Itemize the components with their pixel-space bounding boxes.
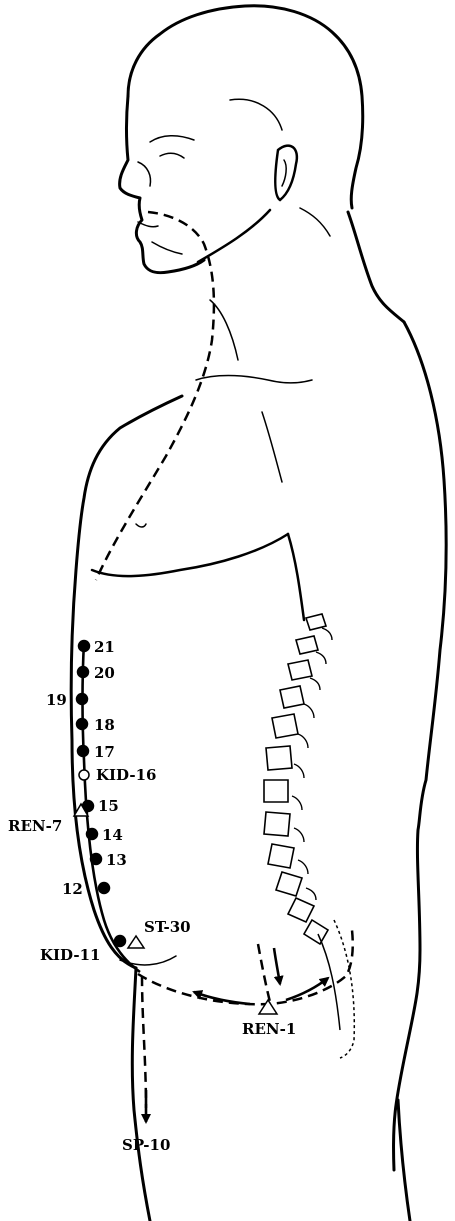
vertebra-4 [280,686,304,708]
nose-bridge [138,162,151,186]
body-outline [71,6,446,1221]
label-17: 17 [94,743,115,761]
vertebra-7 [264,780,288,802]
arrow-right [286,978,328,1000]
label-ren-7: REN-7 [8,817,62,835]
label-st-30: ST-30 [144,918,191,936]
vertebra-8 [264,812,290,836]
label-kid-16: KID-16 [96,766,156,784]
marker-13 [91,854,102,865]
process-2 [316,652,326,664]
label-14: 14 [102,826,123,844]
process-5 [298,734,308,748]
spine [264,614,328,944]
anatomy-details [92,99,330,965]
hairline [230,99,330,236]
marker-st-30 [128,936,144,948]
marker-12 [99,883,110,894]
vertebra-3 [288,660,312,680]
nipple [136,524,146,527]
label-ren-1: REN-1 [242,1020,296,1038]
sacrum-back [334,920,354,1058]
label-kid-11: KID-11 [40,946,100,964]
ear-inner [282,160,286,186]
arrow-down [274,948,280,984]
neck-back [348,212,404,322]
vertebra-5 [272,714,298,738]
marker-14 [87,829,98,840]
point-labels: 21 20 19 18 17 KID-16 15 REN-7 14 13 12 … [8,638,296,1154]
process-6 [294,764,304,778]
process-7 [292,796,302,810]
vertebra-9 [268,844,294,868]
shoulder-line [262,412,282,482]
label-13: 13 [106,851,127,869]
marker-18 [77,719,88,730]
mouth [138,222,158,227]
jaw-line [198,210,270,262]
vertebra-11 [288,898,314,922]
vertebra-1 [306,614,326,630]
front-leg-outline [132,968,150,1221]
process-8 [294,828,304,842]
chin-line [152,242,182,254]
vertebra-10 [276,872,302,896]
flow-arrows [146,948,328,1122]
label-sp-10: SP-10 [122,1136,170,1154]
eye [160,153,184,158]
pathway-leg [142,976,146,1108]
marker-20 [78,667,89,678]
marker-19 [77,694,88,705]
process-1 [322,628,332,640]
face-profile [120,96,204,273]
marker-17 [78,746,89,757]
label-15: 15 [98,797,119,815]
pathway-throat-to-chest [96,212,214,580]
process-3 [310,678,320,690]
back-outline [393,322,446,1170]
label-12: 12 [62,880,83,898]
front-torso-outline [71,396,182,968]
chest-line [92,534,288,576]
clavicle [196,376,312,384]
armpit-line [288,534,304,620]
eyebrow [150,136,194,142]
pathway-descending-back [258,944,270,1002]
label-20: 20 [94,664,115,682]
vertebra-2 [296,636,318,654]
label-19: 19 [46,691,67,709]
marker-kid-16 [79,770,89,780]
process-9 [298,860,308,874]
process-10 [306,888,316,900]
vertebra-6 [266,746,292,770]
label-21: 21 [94,638,115,656]
vertebra-12 [304,920,328,944]
label-18: 18 [94,716,115,734]
head-outline [128,6,363,208]
back-leg-outline [398,1100,410,1221]
marker-ren-1 [259,1000,277,1014]
marker-21 [79,641,90,652]
process-4 [304,704,314,718]
marker-kid-11 [115,936,126,947]
